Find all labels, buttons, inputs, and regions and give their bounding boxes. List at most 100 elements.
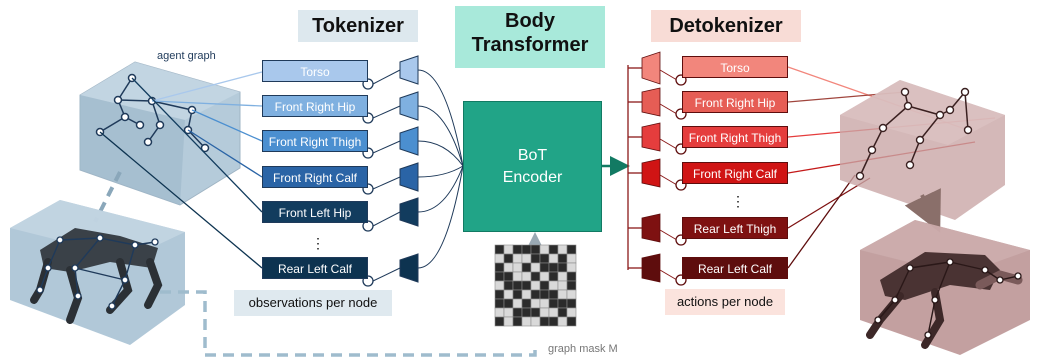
- mask-cell: [557, 307, 568, 318]
- mask-cell: [530, 253, 541, 264]
- robot-image-left: [10, 200, 185, 345]
- mask-cell: [557, 298, 568, 309]
- tokenizer-to-encoder-lines: [417, 69, 464, 269]
- tokenizer-node: Front Right Calf: [262, 166, 368, 188]
- mask-cell: [557, 253, 568, 264]
- mask-cell: [557, 289, 568, 300]
- mask-cell: [521, 316, 532, 327]
- mask-cell: [557, 280, 568, 291]
- decoder-to-node-lines: [659, 69, 678, 281]
- dashed-connector: [93, 171, 122, 223]
- detokenizer-tree-lines: [627, 65, 642, 270]
- mask-cell: [566, 298, 577, 309]
- graph-to-robot-arrow: [904, 188, 941, 233]
- detokenizer-decoders: [641, 51, 661, 283]
- detokenizer-node: Rear Left Thigh: [682, 217, 788, 239]
- tokenizer-encoders: [399, 55, 419, 283]
- agent-graph-red-box: [840, 80, 1005, 220]
- mask-cell: [512, 244, 523, 255]
- mask-cell: [539, 307, 550, 318]
- mask-cell: [503, 289, 514, 300]
- detokenizer-ellipsis: ⋮: [731, 193, 745, 209]
- mask-cell: [548, 316, 559, 327]
- agent-to-tokenizer-lines: [99, 71, 263, 269]
- mask-cell: [512, 307, 523, 318]
- mask-cell: [503, 316, 514, 327]
- agent-graph-box: [79, 61, 241, 206]
- mask-cell: [566, 307, 577, 318]
- mask-cell: [530, 244, 541, 255]
- mask-cell: [494, 280, 505, 291]
- mask-cell: [539, 298, 550, 309]
- detokenizer-node: Front Right Calf: [682, 162, 788, 184]
- detokenizer-title: Detokenizer: [651, 10, 801, 42]
- mask-cell: [521, 289, 532, 300]
- detokenizer-node: Torso: [682, 56, 788, 78]
- mask-cell: [548, 307, 559, 318]
- tokenizer-node: Torso: [262, 60, 368, 82]
- graph-mask-label: graph mask M: [548, 343, 618, 355]
- mask-cell: [566, 280, 577, 291]
- mask-cell: [521, 262, 532, 273]
- mask-cell: [494, 271, 505, 282]
- mask-cell: [521, 244, 532, 255]
- mask-cell: [494, 253, 505, 264]
- mask-cell: [512, 271, 523, 282]
- mask-cell: [539, 289, 550, 300]
- mask-cell: [512, 280, 523, 291]
- mask-cell: [503, 307, 514, 318]
- mask-cell: [503, 262, 514, 273]
- mask-cell: [512, 298, 523, 309]
- graph-mask-grid: [494, 244, 577, 327]
- mask-cell: [530, 316, 541, 327]
- mask-cell: [557, 271, 568, 282]
- mask-cell: [521, 271, 532, 282]
- tokenizer-node: Front Left Hip: [262, 201, 368, 223]
- mask-cell: [530, 289, 541, 300]
- detokenizer-node: Rear Left Calf: [682, 257, 788, 279]
- detokenizer-node: Front Right Thigh: [682, 126, 788, 148]
- mask-cell: [548, 262, 559, 273]
- mask-cell: [548, 289, 559, 300]
- mask-cell: [548, 253, 559, 264]
- mask-cell: [521, 280, 532, 291]
- mask-cell: [539, 316, 550, 327]
- tokenizer-port-to-trapezoid-lines: [372, 69, 401, 282]
- mask-cell: [539, 271, 550, 282]
- mask-cell: [512, 316, 523, 327]
- mask-cell: [494, 244, 505, 255]
- mask-cell: [521, 298, 532, 309]
- mask-cell: [539, 280, 550, 291]
- body-transformer-title-line1: Body: [505, 10, 555, 32]
- mask-cell: [539, 244, 550, 255]
- detokenizer-node: Front Right Hip: [682, 91, 788, 113]
- mask-cell: [530, 262, 541, 273]
- body-transformer-title: Body Transformer: [455, 6, 605, 68]
- mask-cell: [512, 289, 523, 300]
- tokenizer-node: Front Right Hip: [262, 95, 368, 117]
- mask-cell: [566, 289, 577, 300]
- mask-cell: [557, 262, 568, 273]
- mask-cell: [539, 253, 550, 264]
- tokenizer-node: Front Right Thigh: [262, 130, 368, 152]
- mask-cell: [566, 262, 577, 273]
- mask-cell: [566, 253, 577, 264]
- mask-cell: [503, 280, 514, 291]
- robot-image-right: [860, 220, 1030, 355]
- actions-per-node-label: actions per node: [665, 289, 785, 315]
- mask-cell: [566, 271, 577, 282]
- encoder-label-line1: BoT: [517, 146, 548, 164]
- mask-cell: [494, 316, 505, 327]
- mask-cell: [548, 244, 559, 255]
- observations-per-node-label: observations per node: [234, 290, 392, 316]
- mask-cell: [566, 316, 577, 327]
- mask-cell: [548, 280, 559, 291]
- mask-cell: [557, 244, 568, 255]
- mask-cell: [557, 316, 568, 327]
- mask-cell: [530, 298, 541, 309]
- bot-encoder: BoT Encoder: [463, 101, 602, 232]
- mask-cell: [494, 298, 505, 309]
- mask-cell: [521, 253, 532, 264]
